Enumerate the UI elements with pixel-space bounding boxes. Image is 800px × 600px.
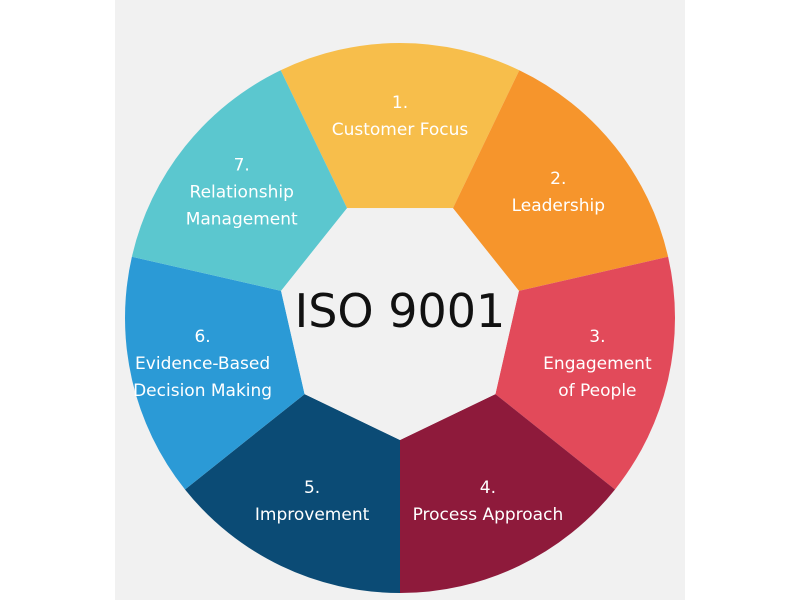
segment-title-line: Management [186,210,298,230]
segment-title-line: Relationship [190,183,294,203]
segment-number: 5. [304,478,320,498]
segment-label-2: 2. Leadership [512,169,605,216]
segment-title-line: Leadership [512,196,605,216]
segment-title-line: of People [558,381,636,401]
segment-3 [495,256,675,490]
segment-4 [400,394,616,593]
segment-label-4: 4. Process Approach [413,478,564,525]
segment-number: 6. [194,327,210,347]
segment-number: 1. [392,93,408,113]
segment-label-1: 1. Customer Focus [332,93,469,140]
segment-5 [184,394,400,593]
segment-labels: 1. Customer Focus 2. Leadership 3. Engagement… [133,93,652,525]
segment-title-line: Evidence-Based [135,354,270,374]
segment-number: 7. [234,156,250,176]
center-title: ISO 9001 [295,284,506,338]
segment-title-line: Decision Making [133,381,272,401]
segment-6 [125,256,305,490]
segment-7 [131,70,348,291]
segment-title-line: Engagement [543,354,652,374]
segment-number: 2. [550,169,566,189]
segment-number: 4. [480,478,496,498]
segment-label-3: 3. Engagement of People [543,327,652,401]
diagram-canvas: ISO 9001 1. Customer Focus 2. Leadership 3. E… [115,0,685,600]
segment-title-line: Customer Focus [332,120,469,140]
iso-principles-wheel: ISO 9001 1. Customer Focus 2. Leadership 3. E… [125,43,675,593]
segment-title-line: Process Approach [413,505,564,525]
segment-number: 3. [589,327,605,347]
center-heptagon [281,208,519,440]
wheel-segments [125,43,675,593]
segment-title-line: Improvement [255,505,370,525]
segment-label-5: 5. Improvement [255,478,370,525]
segment-1 [280,43,520,209]
segment-2 [452,70,669,291]
